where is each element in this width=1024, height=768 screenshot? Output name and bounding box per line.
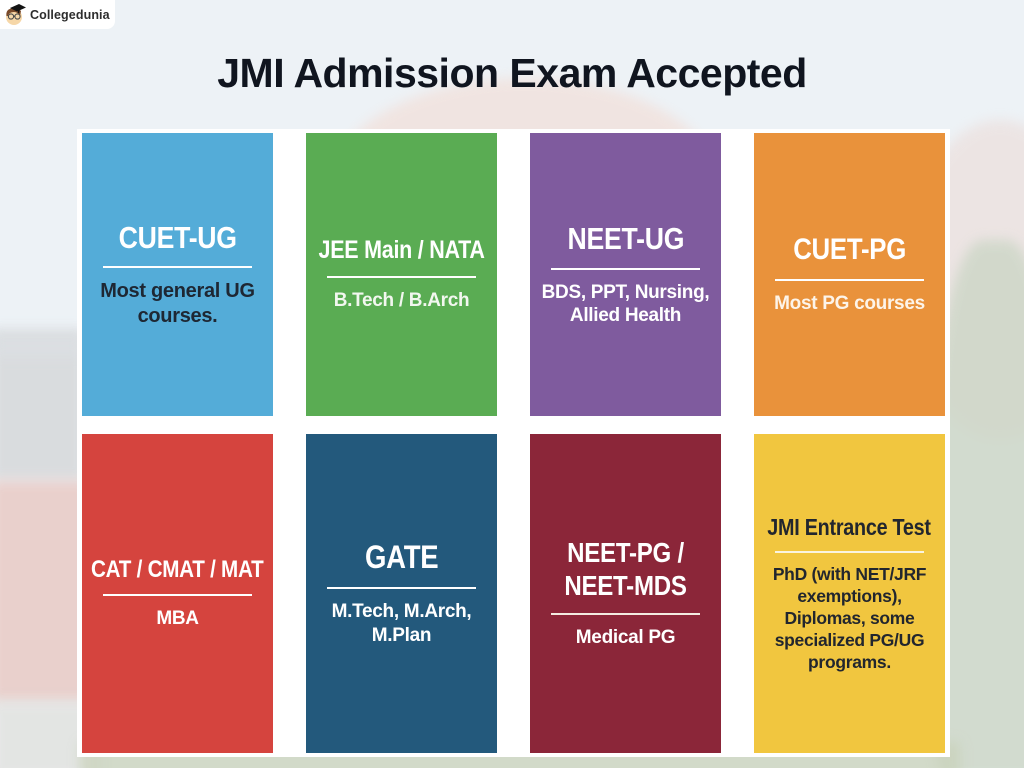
- divider-line: [327, 276, 476, 278]
- exam-name: CUET-UG: [118, 219, 237, 255]
- collegedunia-logo[interactable]: Collegedunia: [0, 0, 115, 29]
- collegedunia-logo-text: Collegedunia: [30, 7, 110, 22]
- exam-name: JMI Entrance Test: [767, 513, 932, 540]
- exam-card-gate: GATE M.Tech, M.Arch, M.Plan: [306, 434, 497, 753]
- divider-line: [551, 612, 700, 615]
- exam-name: NEET-UG: [567, 220, 684, 256]
- courses-covered: B.Tech / B.Arch: [333, 290, 470, 311]
- courses-covered: M.Tech, M.Arch, M.Plan: [331, 601, 472, 646]
- exam-card-cuet-ug: CUET-UG Most general UG courses.: [82, 133, 273, 416]
- exam-card-jmi-entrance-test: JMI Entrance Test PhD (with NET/JRF exem…: [754, 434, 945, 753]
- courses-covered: BDS, PPT, Nursing, Allied Health: [541, 281, 710, 327]
- divider-line: [775, 551, 924, 554]
- courses-covered: PhD (with NET/JRF exemptions), Diplomas,…: [772, 564, 927, 672]
- faded-bridge-shape: [0, 330, 85, 480]
- courses-covered: MBA: [156, 608, 199, 630]
- exam-name: JEE Main / NATA: [318, 236, 485, 265]
- page-title: JMI Admission Exam Accepted: [217, 50, 807, 96]
- courses-covered: Most PG courses: [774, 292, 925, 314]
- exam-card-cat-cmat-mat: CAT / CMAT / MAT MBA: [82, 434, 273, 753]
- exam-name: CAT / CMAT / MAT: [91, 555, 264, 583]
- divider-line: [327, 587, 476, 590]
- faded-railing-shape: [0, 335, 85, 357]
- exam-cards-grid: CUET-UG Most general UG courses. JEE Mai…: [77, 129, 950, 757]
- exam-name: GATE: [364, 539, 439, 576]
- collegedunia-mascot-icon: [3, 3, 27, 27]
- exam-card-jee-main-nata: JEE Main / NATA B.Tech / B.Arch: [306, 133, 497, 416]
- courses-covered: Most general UG courses.: [100, 280, 255, 328]
- divider-line: [103, 594, 252, 597]
- courses-covered: Medical PG: [575, 626, 676, 648]
- exam-card-neet-pg-mds: NEET-PG / NEET-MDS Medical PG: [530, 434, 721, 753]
- divider-line: [103, 266, 252, 269]
- exam-name: CUET-PG: [793, 233, 906, 267]
- divider-line: [551, 267, 700, 270]
- exam-card-cuet-pg: CUET-PG Most PG courses: [754, 133, 945, 416]
- divider-line: [775, 278, 924, 281]
- exam-card-neet-ug: NEET-UG BDS, PPT, Nursing, Allied Health: [530, 133, 721, 416]
- exam-name: NEET-PG / NEET-MDS: [564, 537, 687, 601]
